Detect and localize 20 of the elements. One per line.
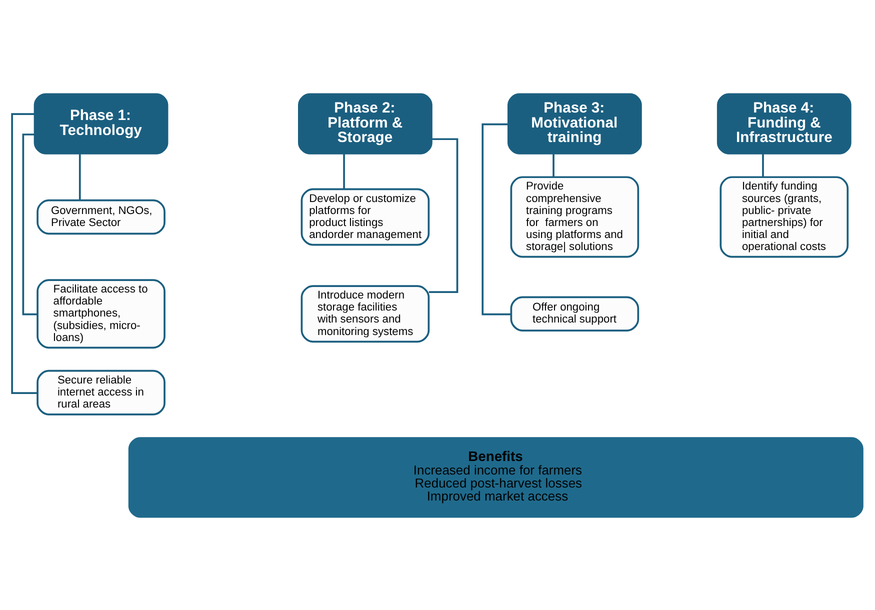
node-box: Phase 2: Platform & Storage xyxy=(298,92,432,154)
node-box: Facilitate access to affordable smartphones, (subsidies, micro-loans) xyxy=(36,278,166,348)
node-box: Phase 4: Funding & Infrastructure xyxy=(716,92,852,154)
connector xyxy=(78,154,81,200)
node-box: Identify funding sources (grants, public- private partnerships) for initial and operational costs xyxy=(720,176,849,258)
connector xyxy=(762,154,764,177)
node-box: Provide comprehensive training programs for farmers on using platforms and storage| solutions xyxy=(510,176,640,258)
connector xyxy=(552,154,554,177)
node-box: Benefits Increased income for farmers Reduced post-harvest losses Improved market access xyxy=(128,436,864,518)
node-box: Develop or customize platforms for product listings andorder management xyxy=(300,188,430,246)
connector xyxy=(428,138,458,292)
node-box: Government, NGOs, Private Sector xyxy=(36,198,166,234)
node-box: Offer ongoing technical support xyxy=(510,296,640,331)
node-box: Introduce modern storage facilities with sensors and monitoring systems xyxy=(300,284,430,342)
connector xyxy=(343,154,345,189)
node-box: Phase 3: Motivational training xyxy=(507,92,642,154)
connector xyxy=(482,122,511,315)
node-box: Secure reliable internet access in rural areas xyxy=(36,369,166,415)
node-box: Phase 1: Technology xyxy=(34,92,168,154)
connector xyxy=(11,112,38,394)
